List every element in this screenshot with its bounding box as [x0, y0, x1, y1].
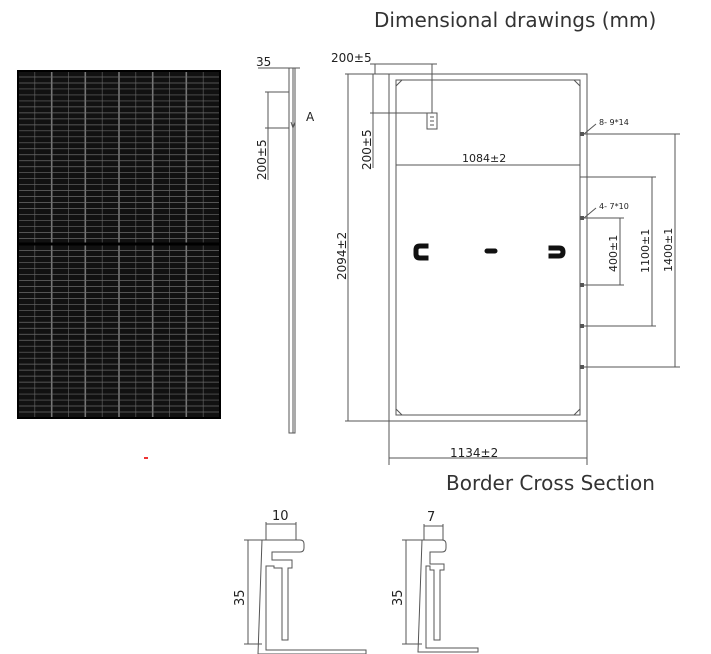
inner-width-label: 1084±2	[462, 152, 506, 165]
side-offset-label: 200±5	[255, 139, 269, 180]
top-offset-label: 200±5	[331, 51, 372, 65]
spacing-1100-label: 1100±1	[639, 229, 652, 273]
cross-section-2	[402, 524, 479, 653]
spacing-400-label: 400±1	[607, 235, 620, 272]
solar-panel-front	[17, 70, 221, 419]
cross-section-1	[244, 522, 367, 654]
dimensional-drawings-title: Dimensional drawings (mm)	[374, 8, 657, 32]
back-view-frame	[345, 63, 680, 465]
cable-connectors	[413, 243, 566, 261]
cs2-width-label: 7	[427, 510, 435, 525]
cs1-height-label: 35	[233, 589, 248, 606]
outer-width-label: 1134±2	[450, 446, 498, 460]
border-cross-section-title: Border Cross Section	[446, 471, 655, 495]
cs2-height-label: 35	[391, 589, 406, 606]
cs1-width-label: 10	[272, 509, 289, 524]
spacing-1400-label: 1400±1	[662, 228, 675, 272]
hole-mid-label: 4- 7*10	[599, 202, 629, 211]
side-view	[258, 67, 300, 434]
height-label: 2094±2	[335, 232, 349, 280]
side-thickness-label: 35	[256, 55, 271, 69]
red-mark	[144, 457, 148, 459]
side-marker-label: A	[306, 110, 315, 124]
hole-top-label: 8- 9*14	[599, 118, 629, 127]
left-offset-label: 200±5	[360, 129, 374, 170]
